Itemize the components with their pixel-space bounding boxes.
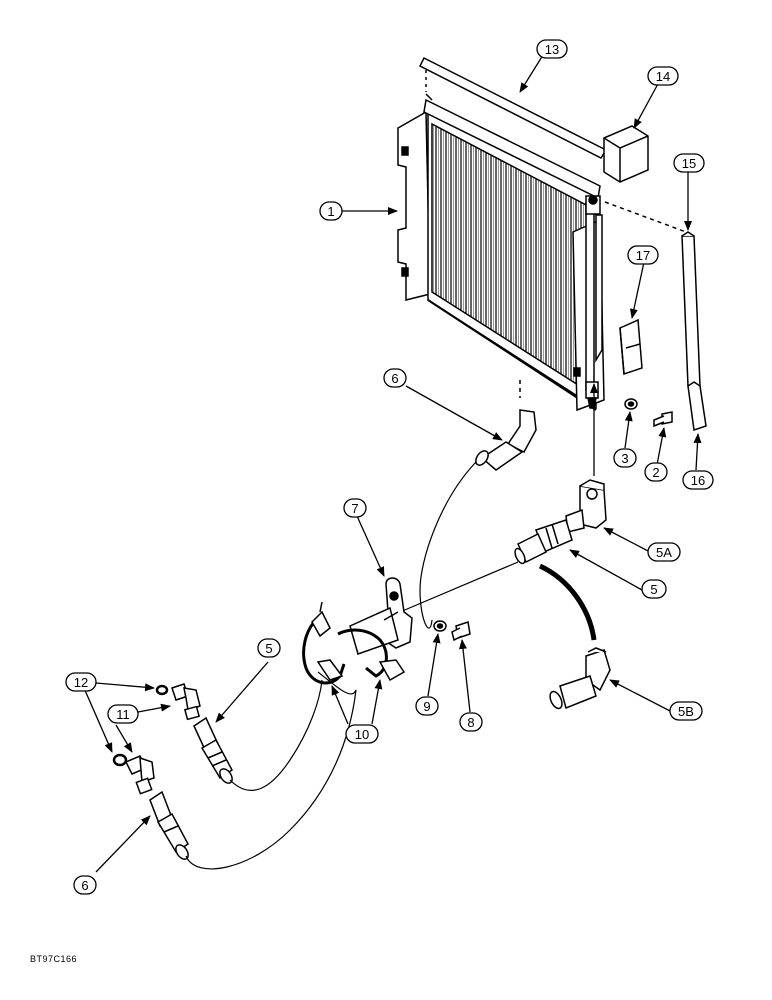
callout-2: 2 bbox=[644, 462, 668, 482]
washer-3 bbox=[624, 398, 638, 410]
callout-label: 11 bbox=[116, 707, 130, 722]
callout-8: 8 bbox=[459, 712, 483, 732]
callout-label: 5 bbox=[650, 582, 657, 597]
hose-bracket-7 bbox=[349, 577, 413, 655]
callout-label: 2 bbox=[652, 465, 659, 480]
callout-5-left: 5 bbox=[257, 638, 281, 658]
elbow-fitting-lower-11 bbox=[112, 753, 155, 795]
callout-14: 14 bbox=[647, 66, 679, 86]
callout-label: 6 bbox=[391, 371, 398, 386]
foam-pad-14 bbox=[603, 125, 649, 183]
seal-strip bbox=[604, 201, 707, 431]
callout-label: 5 bbox=[265, 641, 272, 656]
hose-end-5 bbox=[399, 519, 573, 613]
bolt-2 bbox=[653, 411, 673, 428]
callout-label: 6 bbox=[81, 878, 88, 893]
callout-3: 3 bbox=[613, 448, 637, 468]
assembly-direction-arrow bbox=[538, 563, 597, 641]
callout-label: 9 bbox=[423, 699, 430, 714]
callout-6-bottom: 6 bbox=[73, 875, 97, 895]
callout-11: 11 bbox=[107, 704, 139, 724]
callout-10: 10 bbox=[345, 724, 379, 744]
foam-pad-17 bbox=[619, 318, 643, 376]
callout-5-right: 5 bbox=[641, 579, 667, 599]
callout-label: 8 bbox=[467, 715, 474, 730]
callout-label: 1 bbox=[327, 204, 334, 219]
callout-16: 16 bbox=[682, 470, 714, 490]
hose-end-5b bbox=[549, 647, 611, 710]
figure-reference-code: BT97C166 bbox=[30, 954, 78, 964]
callout-label: 14 bbox=[656, 69, 670, 84]
callout-label: 17 bbox=[636, 248, 650, 263]
callout-1: 1 bbox=[319, 201, 343, 221]
bolt-8 bbox=[451, 621, 471, 642]
top-seal-bar bbox=[418, 56, 608, 159]
elbow-fitting-upper-11 bbox=[155, 683, 201, 721]
callout-13: 13 bbox=[536, 39, 568, 59]
condenser-core bbox=[397, 93, 605, 412]
callout-label: 16 bbox=[691, 473, 705, 488]
hose-clamps-10 bbox=[302, 601, 406, 685]
washer-9 bbox=[433, 620, 447, 632]
callout-5b: 5B bbox=[669, 701, 703, 721]
hose-5-lower bbox=[193, 671, 357, 791]
callout-12: 12 bbox=[65, 672, 97, 692]
callout-17: 17 bbox=[627, 245, 659, 265]
callout-15: 15 bbox=[673, 153, 705, 173]
callout-5a: 5A bbox=[647, 542, 681, 562]
hose-6-upper bbox=[419, 409, 537, 629]
callout-7: 7 bbox=[343, 498, 367, 518]
callout-label: 5B bbox=[678, 704, 694, 719]
hose-6-lower bbox=[149, 689, 357, 870]
callout-label: 7 bbox=[351, 501, 358, 516]
callout-label: 15 bbox=[682, 156, 696, 171]
callout-label: 3 bbox=[621, 451, 628, 466]
callout-label: 10 bbox=[355, 727, 369, 742]
elbow-fitting-5a bbox=[565, 479, 607, 533]
callout-label: 5A bbox=[656, 545, 672, 560]
callout-label: 12 bbox=[74, 675, 88, 690]
callout-label: 13 bbox=[545, 42, 559, 57]
leader-lines bbox=[83, 54, 702, 873]
callout-9: 9 bbox=[415, 696, 439, 716]
callout-6-top: 6 bbox=[383, 368, 407, 388]
